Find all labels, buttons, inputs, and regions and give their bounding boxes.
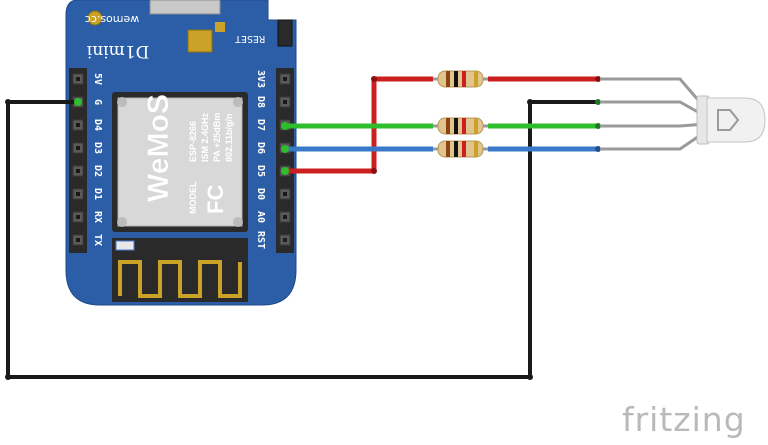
- led-die: [717, 109, 740, 131]
- module-model: ESP-8266: [188, 121, 198, 162]
- wire-endpoint: [527, 99, 533, 105]
- module-fcc: FC: [203, 185, 228, 214]
- wires: [5, 76, 601, 380]
- pad: [87, 10, 103, 26]
- resistor[interactable]: [433, 117, 488, 135]
- header-pin-hole: [76, 146, 80, 150]
- module-wifi: 802.11b/g/n: [224, 113, 234, 162]
- led-lead: [600, 100, 706, 118]
- pin-label-d3: D3: [92, 142, 103, 154]
- led-indicator: [115, 240, 135, 251]
- header-pin-hole: [283, 77, 287, 81]
- led-lead: [600, 77, 707, 109]
- led-leads: [600, 77, 707, 151]
- resistor-band: [454, 141, 458, 157]
- wire-endpoint: [595, 76, 601, 82]
- esp-module-shield: [117, 97, 243, 227]
- resistor-band: [474, 71, 478, 87]
- resistor[interactable]: [433, 140, 488, 158]
- pin-connection-d5: [281, 167, 289, 175]
- resistor-band: [462, 141, 466, 157]
- shield-mount: [233, 97, 243, 107]
- pin-label-d5: D5: [255, 165, 266, 177]
- shield-mount: [233, 217, 243, 227]
- shield-mount: [117, 97, 127, 107]
- pin-label-d4: D4: [92, 119, 103, 131]
- board-brand-label: wemos.cc: [85, 13, 140, 26]
- header-pin-hole: [76, 215, 80, 219]
- wire-endpoint: [5, 374, 11, 380]
- module-model-prefix: MODEL: [188, 181, 198, 214]
- pin-label-tx: TX: [92, 234, 103, 246]
- wire-endpoint: [5, 99, 11, 105]
- pin-label-3v3: 3V3: [255, 70, 266, 88]
- pin-label-rx: RX: [92, 211, 103, 223]
- header-pin-hole: [76, 123, 80, 127]
- pin-label-5v: 5V: [92, 73, 103, 85]
- pin-label-d0: D0: [255, 188, 266, 200]
- ground-wire[interactable]: [6, 100, 598, 379]
- left-header: [69, 68, 87, 253]
- wire-endpoint: [595, 99, 601, 105]
- pin-connection-d7: [281, 122, 289, 130]
- pin-label-g: G: [92, 99, 103, 105]
- header-pin-hole: [283, 192, 287, 196]
- wire-endpoint: [595, 123, 601, 129]
- led-lead: [600, 130, 706, 151]
- shield-mount: [117, 217, 127, 227]
- pin-label-a0: A0: [255, 211, 266, 223]
- pin-label-d7: D7: [255, 119, 266, 131]
- resistors: [433, 70, 488, 158]
- pin-label-rst: RST: [255, 231, 266, 249]
- pin-connection-ground: [74, 98, 82, 106]
- resistor-band: [446, 141, 450, 157]
- module-text: WeMoS MODEL ESP-8266 ISM 2.4GHz PA +25dB…: [142, 94, 234, 214]
- module-pa: PA +25dBm: [212, 113, 222, 162]
- resistor-band: [474, 118, 478, 134]
- resistor-band: [474, 141, 478, 157]
- module-ism: ISM 2.4GHz: [200, 112, 210, 162]
- resistor-band: [462, 118, 466, 134]
- wire-endpoint: [595, 146, 601, 152]
- wire-endpoint: [371, 76, 377, 82]
- module-logo: WeMoS: [142, 94, 175, 202]
- pin-connection-d6: [281, 145, 289, 153]
- fritzing-logo: fritzing: [622, 400, 746, 439]
- pad: [215, 22, 225, 32]
- header-pin-hole: [283, 215, 287, 219]
- resistor-band: [454, 71, 458, 87]
- header-pin-hole: [76, 192, 80, 196]
- pad: [187, 29, 213, 53]
- wire-endpoint: [527, 374, 533, 380]
- right-header: [276, 68, 294, 253]
- led-lead: [600, 122, 706, 128]
- usb-connector: [149, 0, 221, 15]
- resistor-band: [454, 118, 458, 134]
- resistor-band: [446, 118, 450, 134]
- board-model-label: D1mini: [86, 41, 149, 61]
- rgb-led: [696, 95, 766, 145]
- header-pin-hole: [283, 100, 287, 104]
- pin-label-d6: D6: [255, 142, 266, 154]
- header-pin-hole: [76, 238, 80, 242]
- pin-label-d1: D1: [92, 188, 103, 200]
- header-pin-hole: [283, 238, 287, 242]
- pin-label-d8: D8: [255, 96, 266, 108]
- wire-endpoint: [371, 168, 377, 174]
- resistor[interactable]: [433, 70, 488, 88]
- reset-button[interactable]: [277, 19, 293, 47]
- reset-label: RESET: [235, 33, 265, 44]
- antenna-trace: [118, 260, 242, 298]
- resistor-band: [446, 71, 450, 87]
- pin-label-d2: D2: [92, 165, 103, 177]
- header-pin-hole: [76, 169, 80, 173]
- led-body: [706, 97, 766, 143]
- header-pin-hole: [76, 77, 80, 81]
- resistor-band: [462, 71, 466, 87]
